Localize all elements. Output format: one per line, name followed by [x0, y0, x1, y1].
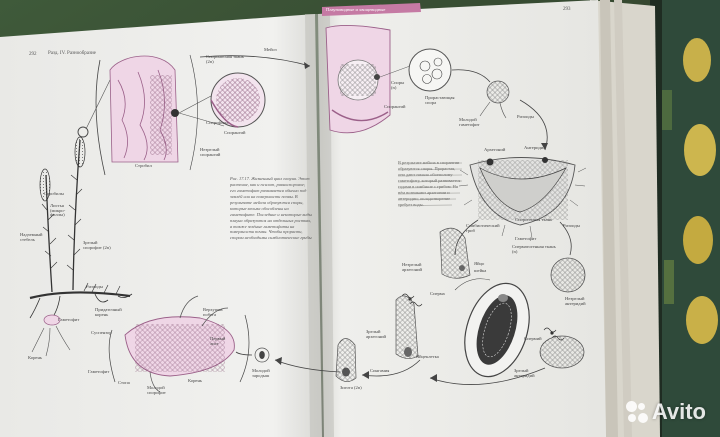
label-leaves: Листья (микро-филлы): [50, 203, 66, 218]
label-gametophyte-2: Гаметофит: [88, 369, 110, 374]
label-spore-tissue: Спороносная ткань (2n): [206, 54, 244, 64]
label-sporophyll: Спорофилл: [206, 120, 229, 125]
label-symbiotic-fungus: Симбиотический гриб: [466, 223, 500, 233]
label-meiosis: Мейоз: [264, 47, 277, 52]
label-strobilus-small: Стробил: [135, 163, 152, 168]
label-immature-antheridium: Незрелый антеридий: [565, 296, 586, 306]
label-sporangium-right: Спорангий: [384, 104, 406, 109]
label-gametophyte-right: Гаметофит: [515, 236, 537, 241]
label-gametophyte-left: Гаметофит: [58, 317, 80, 322]
label-germinating-spore: Прорастающая спора: [425, 95, 455, 105]
label-archegonium: Архегоний: [484, 147, 506, 152]
label-mature-antheridium: Зрелый антеридий: [514, 368, 535, 378]
label-adventitious-root: Придаточный корень: [95, 307, 122, 317]
chapter-header-right: Плауновидные и хвощевидные: [326, 7, 386, 12]
page-number-left: 292: [29, 52, 37, 57]
label-strobili: Стробилы: [44, 191, 64, 196]
avito-logo-icon: [625, 401, 648, 423]
label-aerial-stem: Надземный стебель: [20, 232, 43, 242]
label-rhizoids-right: Ризоиды: [517, 114, 534, 119]
chapter-header-left: Разд. IV. Разнообразие: [48, 51, 96, 56]
label-zygote: Зигота (2n): [340, 385, 362, 390]
label-sperm-2: Спермий: [524, 336, 542, 341]
page-number-right: 293: [563, 7, 571, 12]
label-mature-sporophyte: Зрелый спорофит (2n): [83, 240, 111, 250]
avito-watermark-text: Avito: [651, 399, 706, 424]
label-young-sporophyte: Молодой спорофит: [147, 385, 166, 395]
figure-caption: Рис. 17.17. Жизненный цикл плауна. Этот …: [230, 176, 312, 241]
label-antheridium: Антеридий: [524, 145, 546, 150]
label-young-embryo: Молодой зародыш: [252, 368, 270, 378]
label-egg: Яйцо: [474, 261, 485, 266]
label-egg-cell: Яйцеклетка: [416, 354, 439, 359]
label-spermatogenous-tissue: Сперматогенная ткань (n): [512, 244, 556, 254]
label-suspensor: Суспензор: [91, 330, 112, 335]
label-spores: Споры (n): [391, 80, 405, 90]
label-root-2: Корень: [188, 378, 203, 383]
label-sperm: Сперма: [430, 291, 445, 296]
right-body-text: В результате мейоза в спорангии образуют…: [398, 160, 461, 207]
label-young-gametophyte: Молодой гаметофит: [459, 117, 480, 127]
label-first-leaf: Первый лист: [210, 336, 226, 346]
avito-watermark: Avito: [625, 399, 706, 425]
label-sporogenous-tissue: Спорогенная ткань: [515, 217, 553, 222]
label-foot: Стопа: [118, 380, 130, 385]
label-rhizoids-right-2: Ризоиды: [563, 223, 580, 228]
label-rhizoids-left: Ризоиды: [86, 284, 103, 289]
label-fertilization: Сингамия: [370, 368, 390, 373]
label-immature-sporangium: Незрелый спорангий: [200, 147, 221, 157]
label-immature-archegonium: Незрелый архегоний: [402, 262, 422, 272]
label-neck-canal: шейка: [474, 268, 487, 273]
label-sporangium: Спорангий: [224, 130, 246, 135]
label-shoot-tip: Верхушка побега: [203, 307, 223, 317]
label-mature-archegonium: Зрелый архегоний: [366, 329, 386, 339]
label-root-left: Корень: [28, 355, 43, 360]
